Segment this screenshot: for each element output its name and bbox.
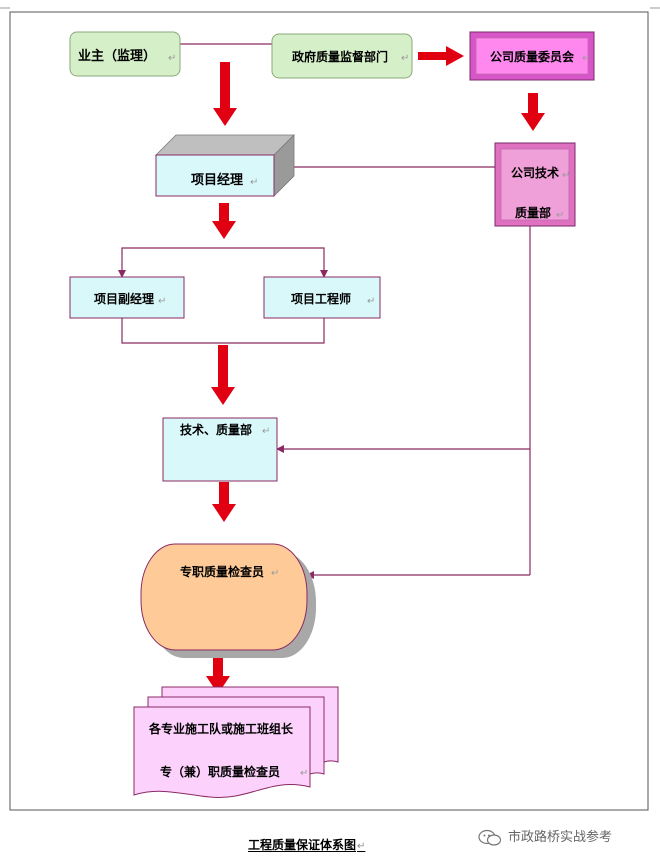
node-inspector: 专职质量检查员 ↵ [140,543,316,658]
node-gov: 政府质量监督部门 ↵ [271,33,413,79]
wechat-icon [478,829,502,846]
watermark: 市政路桥实战参考 [478,826,612,847]
arrow-techquality-to-inspector [212,482,236,522]
node-tech-quality: 技术、质量部 ↵ [162,417,278,482]
svg-text:↵: ↵ [262,426,270,437]
node-inspector-label: 专职质量检查员 [180,564,264,579]
svg-text:↵: ↵ [562,170,570,181]
node-teams-line1: 各专业施工队或施工班组长 [148,721,294,736]
node-committee-label: 公司质量委员会 [490,49,575,64]
svg-text:↵: ↵ [582,53,590,64]
node-owner-label: 业主（监理） [78,48,156,64]
node-tech-dept: 公司技术 质量部 ↵ ↵ [494,142,576,227]
node-pm: 项目经理 ↵ [155,134,295,197]
node-tech-dept-line1: 公司技术 [511,165,559,180]
node-deputy-pm-label: 项目副经理 [94,291,154,306]
node-committee: 公司质量委员会 ↵ [469,31,595,81]
pm-split-line [121,247,325,276]
arrow-gov-to-committee [418,46,464,66]
svg-text:↵: ↵ [158,296,166,307]
node-deputy-pm: 项目副经理 ↵ [69,276,185,319]
arrow-join-to-techquality [211,345,235,405]
arrow-owner-to-pm [213,62,237,126]
node-engineer: 项目工程师 ↵ [263,276,381,319]
svg-text:↵: ↵ [250,177,258,188]
svg-text:↵: ↵ [556,210,564,221]
watermark-text: 市政路桥实战参考 [508,830,613,845]
node-owner: 业主（监理） ↵ [69,31,181,77]
node-teams: 各专业施工队或施工班组长 专（兼）职质量检查员 ↵ [133,686,339,798]
node-teams-line2: 专（兼）职质量检查员 [160,764,280,779]
deputy-engineer-join-line [121,318,325,344]
node-gov-label: 政府质量监督部门 [292,49,388,64]
node-engineer-label: 项目工程师 [291,291,351,306]
svg-text:↵: ↵ [168,53,176,64]
svg-text:↵: ↵ [367,296,375,307]
red-arrows [206,46,545,694]
node-tech-dept-line2: 质量部 [515,205,551,220]
arrow-inspector-to-teams [206,654,230,694]
node-pm-label: 项目经理 [191,172,243,188]
pm-split-arrows [118,270,126,278]
svg-text:↵: ↵ [271,568,279,579]
arrow-pm-down [212,203,236,239]
node-tech-quality-label: 技术、质量部 [180,422,252,437]
page-frame [0,7,660,811]
svg-text:↵: ↵ [401,53,409,64]
connector-lines [118,43,531,579]
arrow-committee-to-tech [521,93,545,131]
diagram-caption: 工程质量保证体系图↵ [248,838,366,852]
svg-text:↵: ↵ [300,768,308,779]
